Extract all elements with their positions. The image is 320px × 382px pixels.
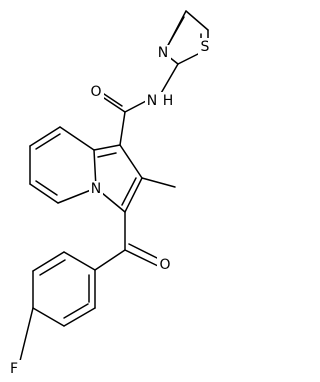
ketone-group [94,211,160,271]
bond [121,177,137,206]
fluorophenyl-ring [19,251,96,362]
atom-label-o: O [159,257,170,273]
bond [124,249,159,267]
atom-fluorine: F [6,360,22,378]
atom-label-s: S [201,39,210,55]
indolizine-five-ring [93,144,143,213]
bond [97,152,117,158]
bond [35,180,58,196]
atom-label-o: O [90,84,101,100]
indolizine-six-ring [29,126,97,204]
bond [166,16,185,48]
bond [63,251,96,271]
bond [100,91,123,107]
bond [159,63,179,96]
bond [19,307,34,362]
bond [63,303,89,319]
methyl-bond [141,177,176,188]
bond [119,111,126,146]
atom-amide-nh: N H [145,92,179,109]
bond [93,144,121,151]
bond [103,97,126,113]
bond [32,251,65,272]
amide-group [100,63,179,146]
atom-ketone-o: O [157,256,173,274]
bond [63,307,96,327]
bond [124,177,143,213]
atom-label-n: N [147,93,157,109]
bond [124,99,149,113]
chemical-structure-diagram: N S N H O N O F [6,10,214,378]
bond [185,10,209,31]
bond [29,126,61,147]
bond [128,243,160,260]
bond [35,133,61,150]
bond [39,259,66,276]
atom-thiazole-n: N [155,45,171,61]
atom-thiazole-s: S [198,38,214,56]
bond [59,126,95,151]
atom-label-n: N [158,45,168,61]
atom-label-h: H [163,93,174,109]
atom-amide-o: O [88,83,104,101]
bond [32,307,65,327]
atom-ring-n: N [89,181,103,197]
bond [94,249,126,271]
atom-label-n: N [91,181,101,197]
bond [29,183,59,204]
atom-label-f: F [10,361,18,377]
bond [119,144,143,179]
